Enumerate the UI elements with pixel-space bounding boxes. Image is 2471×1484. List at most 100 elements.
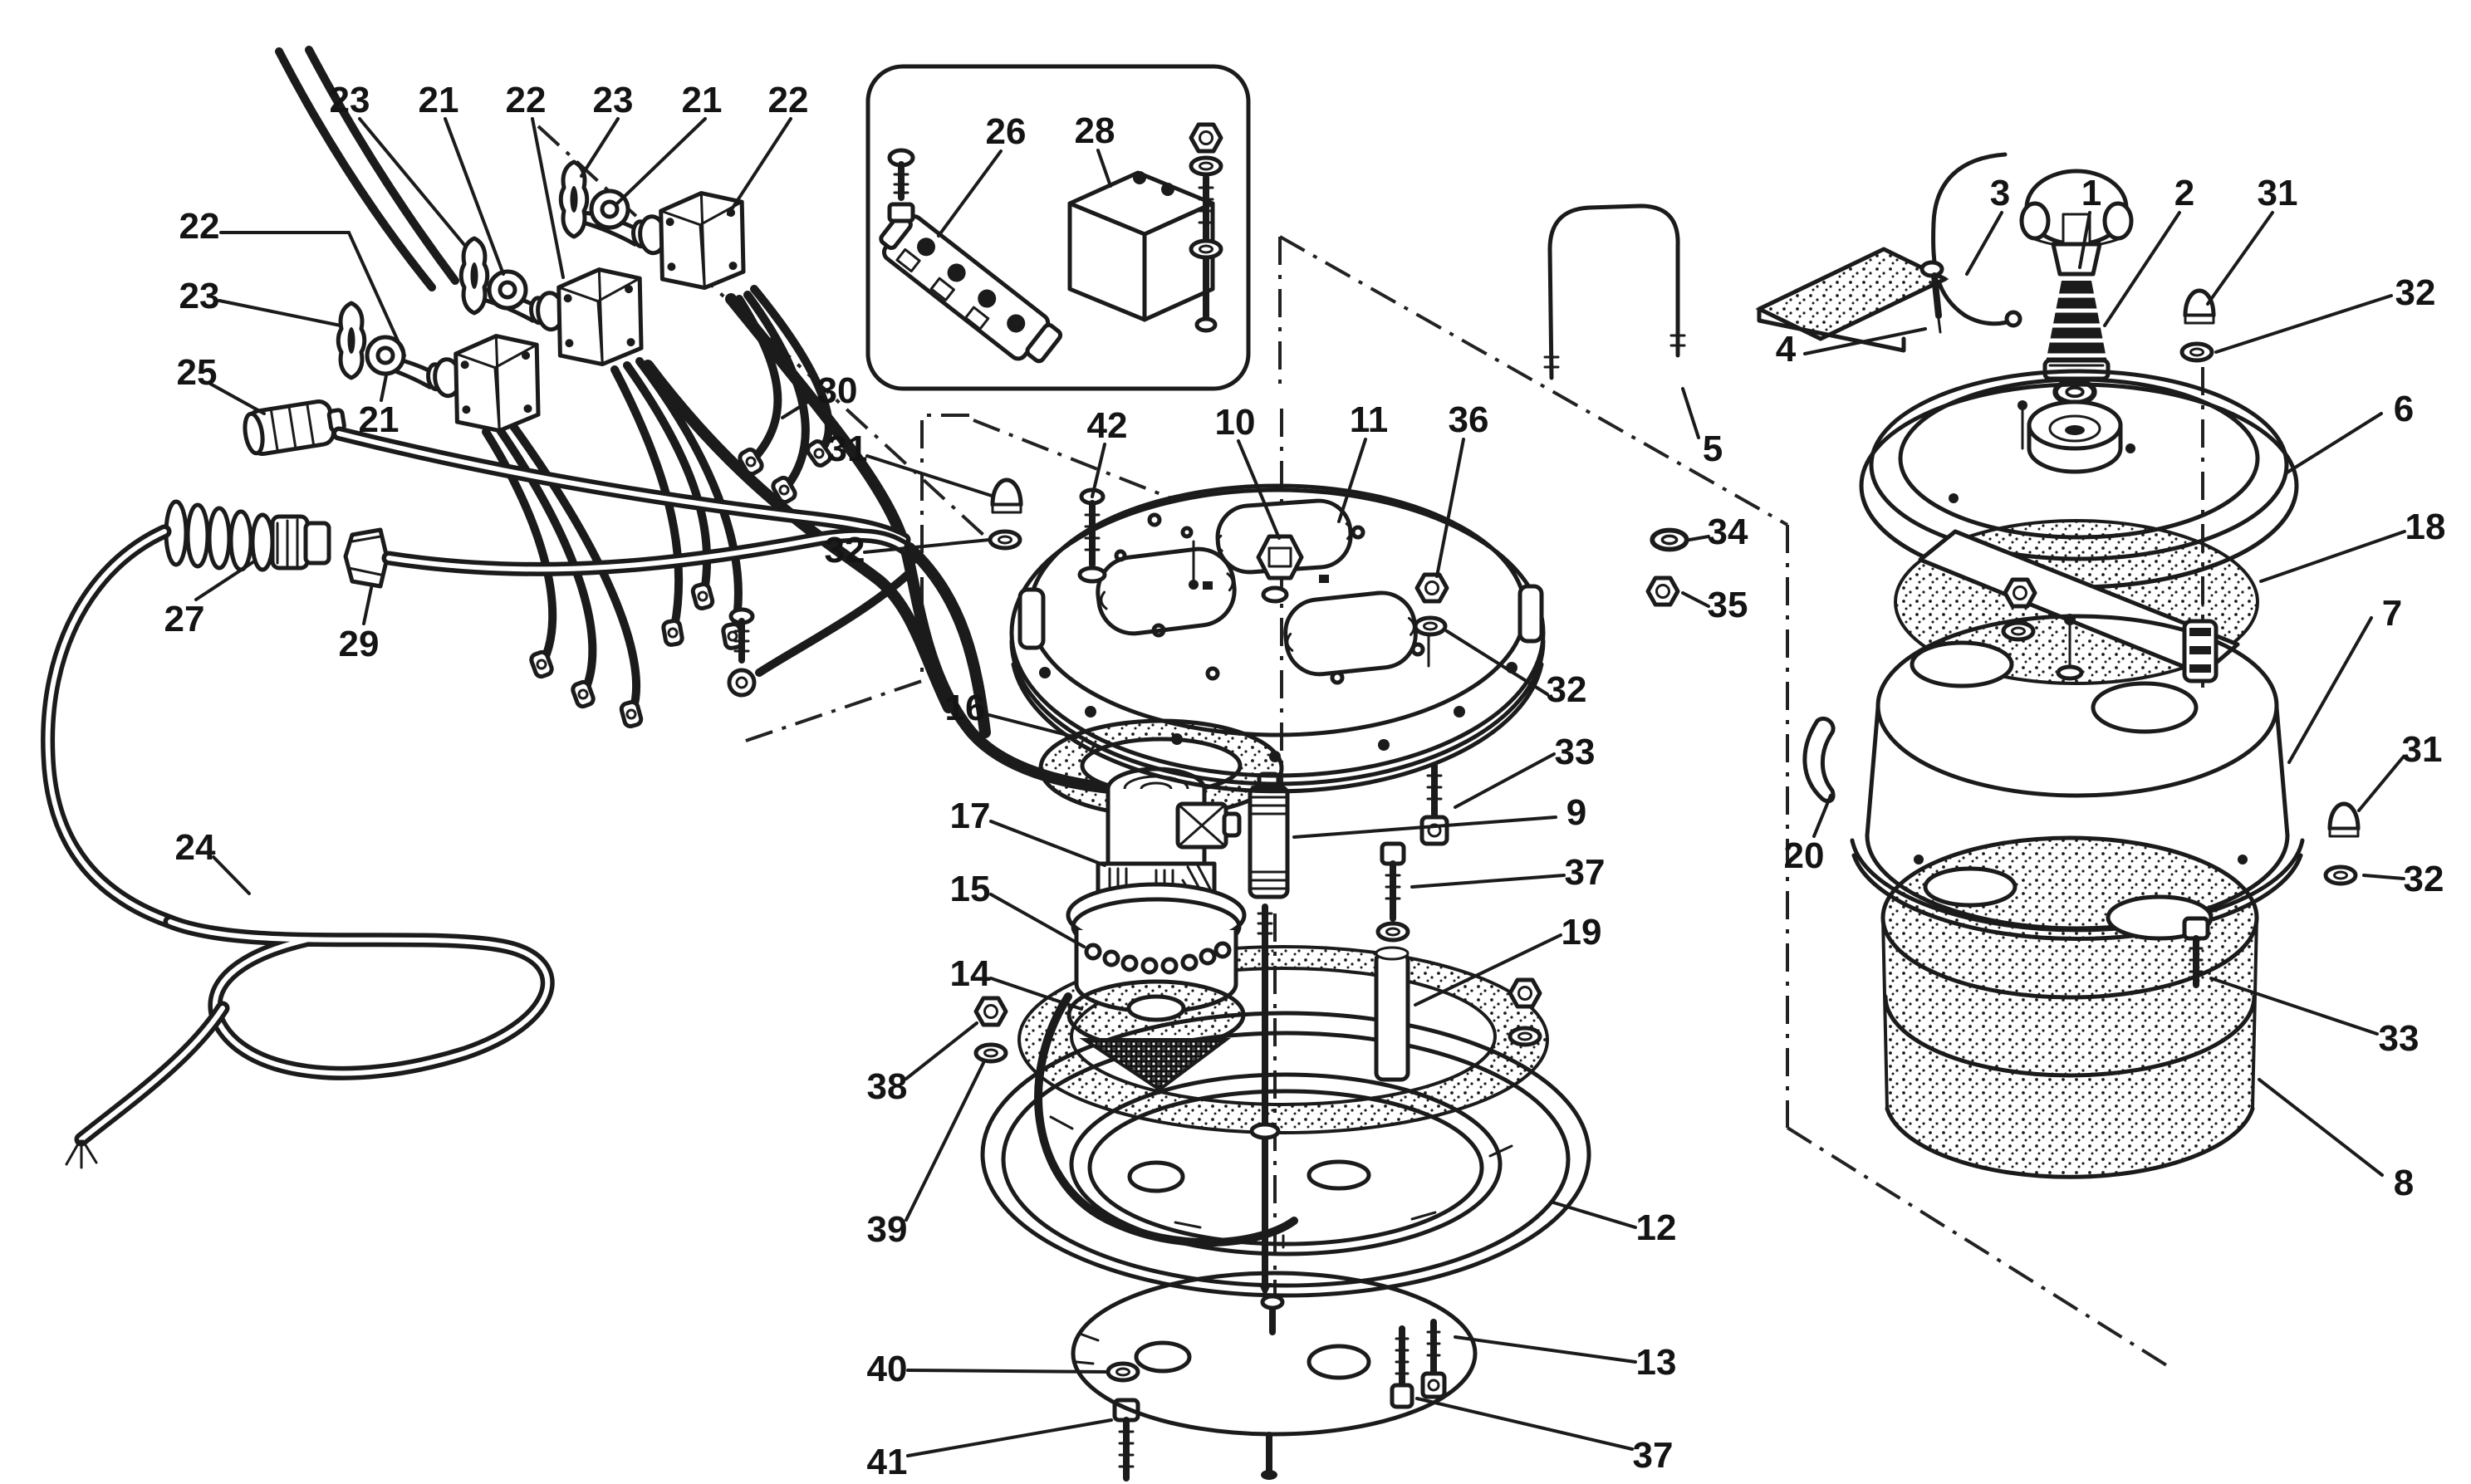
part-number: 32 — [825, 530, 865, 571]
callout-26-14: 26 — [937, 111, 1027, 238]
leader-line — [444, 117, 505, 276]
part-number: 31 — [827, 429, 868, 469]
leader-line — [362, 586, 373, 625]
leader-line — [194, 560, 256, 601]
callout-39-35: 39 — [867, 1061, 985, 1250]
relay-cube-28 — [1067, 170, 1215, 322]
part-number: 28 — [1075, 110, 1115, 151]
callout-32-46: 32 — [2214, 272, 2435, 354]
washer-32-top — [2182, 344, 2212, 360]
callout-13-39: 13 — [1454, 1335, 1677, 1383]
connector-cables — [331, 426, 991, 738]
part-number: 30 — [817, 370, 858, 411]
callout-6-47: 6 — [2284, 389, 2414, 475]
callout-32-52: 32 — [2362, 859, 2444, 899]
callout-42-18: 42 — [1087, 405, 1128, 498]
part-number: 9 — [1566, 792, 1586, 833]
support-ring-12 — [980, 1011, 1591, 1298]
leader-line — [1237, 439, 1281, 540]
part-number: 39 — [867, 1209, 908, 1250]
part-number: 21 — [682, 80, 723, 120]
callout-25-9: 25 — [177, 352, 266, 415]
part-number: 15 — [950, 869, 991, 909]
callout-23-7: 23 — [179, 276, 342, 327]
inset-screw-right — [1191, 125, 1221, 333]
part-number: 14 — [950, 953, 991, 994]
cable-nut-29 — [343, 527, 390, 589]
leader-line — [1552, 1201, 1637, 1229]
leader-line — [2362, 874, 2405, 880]
leader-line — [1445, 629, 1549, 696]
part-number: 23 — [593, 80, 634, 120]
leader-line — [989, 820, 1106, 867]
leader-line — [1681, 387, 1700, 439]
callout-22-6: 22 — [179, 206, 406, 357]
part-number: 42 — [1087, 405, 1128, 446]
leader-line — [984, 713, 1078, 739]
filter-screen — [1079, 1038, 1231, 1092]
washer-32-bottom — [2326, 867, 2356, 884]
part-number: 33 — [2379, 1018, 2420, 1059]
leader-line — [1415, 1397, 1634, 1451]
callout-21-8: 21 — [359, 374, 399, 440]
lid-hub — [2027, 399, 2123, 474]
leader-line — [1096, 149, 1112, 188]
part-number: 23 — [330, 80, 370, 120]
callout-38-34: 38 — [867, 1021, 978, 1107]
washer-40 — [1108, 1364, 1138, 1380]
callout-32-17: 32 — [825, 530, 991, 571]
callout-2-43: 2 — [2103, 173, 2194, 327]
washer-32 — [990, 531, 1020, 548]
bellows-2 — [2042, 281, 2111, 381]
part-number: 31 — [2402, 729, 2443, 770]
callout-41-37: 41 — [867, 1418, 1113, 1482]
part-number: 24 — [175, 827, 216, 868]
part-number: 22 — [179, 206, 220, 247]
harness-cable — [305, 46, 459, 285]
callout-10-19: 10 — [1215, 402, 1281, 540]
leader-line — [380, 374, 388, 402]
leader-line — [531, 117, 565, 279]
leader-line — [2287, 616, 2373, 764]
callout-28-15: 28 — [1075, 110, 1115, 188]
part-number: 13 — [1636, 1342, 1677, 1383]
leader-line — [208, 382, 266, 415]
leader-line — [989, 977, 1083, 1011]
washer-34 — [1652, 531, 1686, 550]
callout-31-44: 31 — [2206, 173, 2298, 306]
part-number: 7 — [2382, 593, 2402, 634]
leader-line — [1410, 874, 1566, 889]
part-number: 2 — [2174, 173, 2194, 213]
leader-line — [781, 395, 817, 419]
u-bolt-5 — [1543, 203, 1687, 605]
callout-14-33: 14 — [950, 953, 1083, 1011]
acorn-nut-31-bottom — [2330, 804, 2358, 836]
part-number: 31 — [2258, 173, 2298, 213]
leader-line — [2214, 294, 2393, 354]
acorn-nut-31 — [993, 480, 1021, 512]
spacer-nut — [1510, 980, 1540, 1006]
part-number: 6 — [2394, 389, 2414, 429]
part-number: 37 — [1565, 852, 1606, 893]
center-nut-10 — [1256, 534, 1304, 604]
handle-3 — [1931, 152, 2014, 326]
leader-line — [1965, 211, 2003, 276]
part-number: 29 — [339, 624, 380, 664]
leader-line — [1414, 933, 1562, 1006]
leader-line — [2103, 211, 2181, 327]
callout-7-49: 7 — [2287, 593, 2402, 764]
callout-27-10: 27 — [164, 560, 256, 639]
callout-16-30: 16 — [945, 688, 1078, 739]
part-number: 22 — [506, 80, 547, 120]
leader-line — [1337, 438, 1367, 523]
part-number: 37 — [1633, 1435, 1674, 1476]
callout-34-23: 34 — [1688, 512, 1748, 552]
center-rod — [1249, 904, 1281, 1297]
leader-line — [937, 149, 1003, 238]
part-number: 26 — [986, 111, 1027, 152]
spacer-washer — [1510, 1028, 1540, 1045]
callout-21-4: 21 — [615, 80, 723, 206]
nut-35 — [1648, 578, 1678, 605]
callout-4-45: 4 — [1776, 327, 1927, 370]
